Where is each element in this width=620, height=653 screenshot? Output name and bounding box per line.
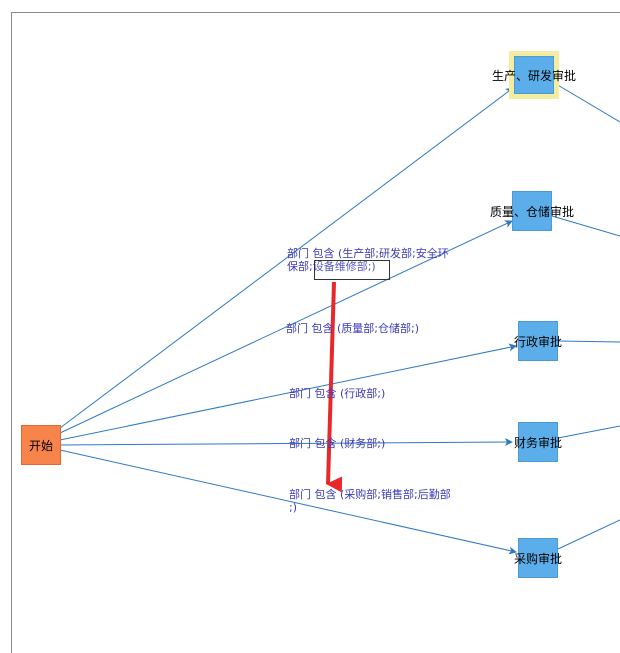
quality-wh-approval-node[interactable]: 质量、仓储审批: [490, 191, 574, 231]
label-selection-box: [314, 260, 390, 280]
edge-to-finance[interactable]: [59, 438, 513, 447]
edge-finance-out[interactable]: [557, 425, 620, 439]
edge-to-purchase[interactable]: [59, 449, 517, 555]
edge-label-purchase[interactable]: 部门 包含 (采购部;销售部;后勤部 ;): [289, 488, 451, 514]
edge-to-prod-rd[interactable]: [59, 87, 514, 429]
purchase-approval-label: 采购审批: [514, 551, 563, 566]
drag-arrow: [326, 281, 343, 493]
edge-label-prod-rd-line2: 保部;设备维修部;): [287, 260, 376, 273]
edge-quality-wh-out[interactable]: [551, 215, 620, 237]
edge-label-purchase-line2: ;): [289, 501, 297, 514]
purchase-approval-node[interactable]: 采购审批: [514, 538, 562, 578]
edge-label-finance-text: 部门 包含 (财务部;): [289, 437, 386, 450]
edge-to-admin[interactable]: [59, 343, 517, 441]
start-node-label: 开始: [28, 438, 53, 453]
edge-label-quality-wh[interactable]: 部门 包含 (质量部;仓储部;): [286, 322, 419, 335]
prod-rd-approval-node[interactable]: 生产、研发审批: [492, 51, 576, 99]
edge-label-prod-rd[interactable]: 部门 包含 (生产部;研发部;安全环 保部;设备维修部;): [287, 247, 449, 273]
edge-prod-rd-out[interactable]: [555, 83, 620, 123]
finance-approval-node[interactable]: 财务审批: [514, 422, 562, 462]
edge-purchase-out[interactable]: [557, 519, 620, 550]
prod-rd-approval-label: 生产、研发审批: [492, 68, 577, 83]
edge-label-prod-rd-line1: 部门 包含 (生产部;研发部;安全环: [287, 247, 449, 260]
edge-label-finance[interactable]: 部门 包含 (财务部;): [289, 437, 385, 450]
edge-to-quality-wh[interactable]: [59, 220, 513, 434]
quality-wh-approval-label: 质量、仓储审批: [490, 204, 575, 219]
finance-approval-label: 财务审批: [514, 435, 563, 450]
admin-approval-node[interactable]: 行政审批: [514, 321, 562, 361]
admin-approval-label: 行政审批: [514, 334, 563, 349]
edge-label-admin[interactable]: 部门 包含 (行政部;): [289, 387, 385, 400]
edge-label-purchase-line1: 部门 包含 (采购部;销售部;后勤部: [289, 488, 451, 501]
edge-label-quality-wh-text: 部门 包含 (质量部;仓储部;): [286, 322, 419, 335]
edge-label-admin-text: 部门 包含 (行政部;): [289, 387, 386, 400]
start-node[interactable]: 开始: [21, 425, 61, 465]
edge-admin-out[interactable]: [557, 340, 620, 343]
